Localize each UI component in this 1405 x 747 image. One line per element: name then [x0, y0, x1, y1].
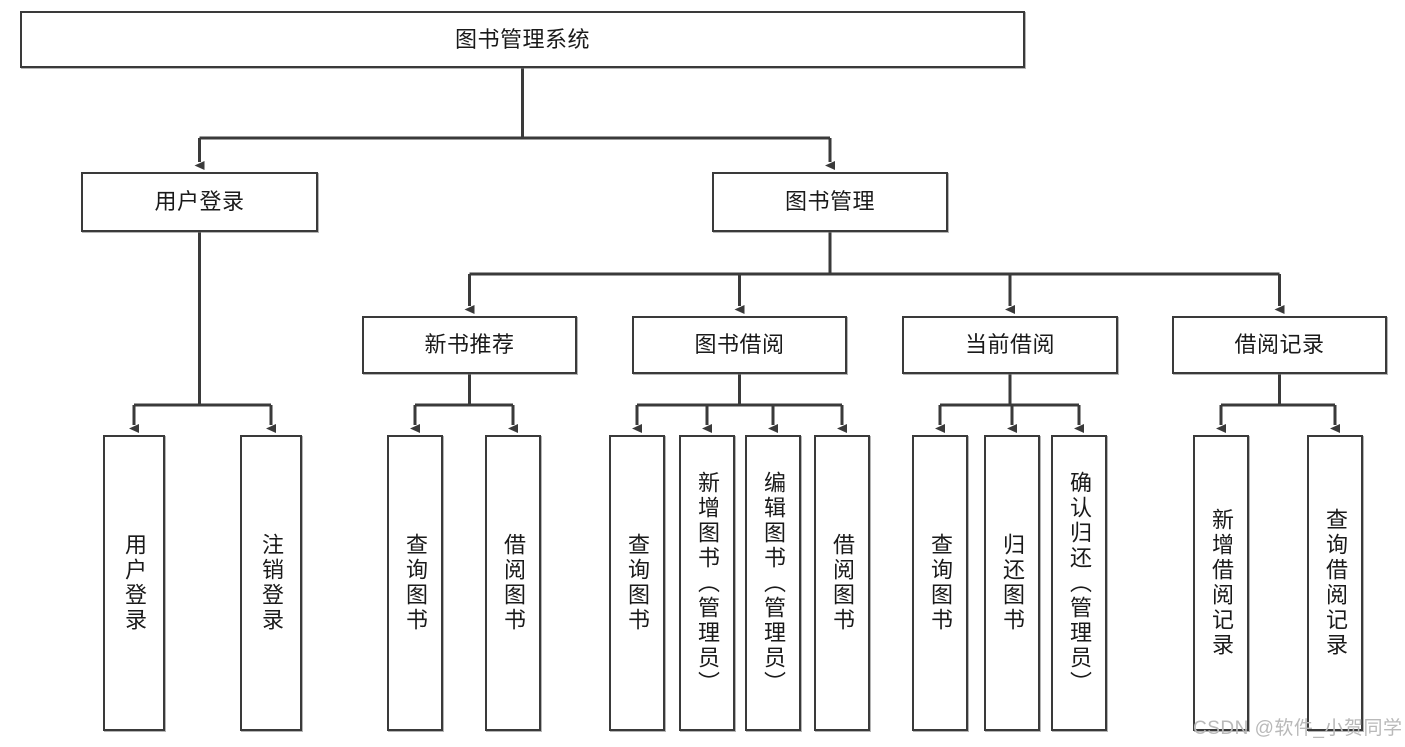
leaf-node-label: 查询借阅记录 [1323, 508, 1348, 658]
leaf-node-label: 查询图书 [928, 533, 953, 633]
leaf-node-box[interactable]: 注销登录 [240, 435, 302, 731]
watermark-text: CSDN @软件_小贺同学 [1193, 718, 1403, 739]
leaf-node-label: 查询图书 [625, 533, 650, 633]
level2-node-box[interactable]: 图书管理 [712, 172, 948, 232]
level3-node-label: 借阅记录 [1234, 332, 1325, 358]
leaf-node-box[interactable]: 归还图书 [984, 435, 1040, 731]
leaf-node-box[interactable]: 查询借阅记录 [1307, 435, 1363, 731]
leaf-node-label: 确认归还（管理员） [1067, 470, 1092, 696]
leaf-node-label: 用户登录 [122, 533, 147, 633]
level3-node-box[interactable]: 图书借阅 [632, 316, 847, 374]
leaf-node-label: 新增图书（管理员） [695, 470, 720, 696]
leaf-node-label: 查询图书 [403, 533, 428, 633]
leaf-node-label: 借阅图书 [830, 533, 855, 633]
leaf-node-label: 新增借阅记录 [1209, 508, 1234, 658]
leaf-node-label: 注销登录 [259, 533, 284, 633]
level3-node-box[interactable]: 当前借阅 [902, 316, 1118, 374]
leaf-node-label: 借阅图书 [501, 533, 526, 633]
leaf-node-label: 归还图书 [1000, 533, 1025, 633]
leaf-node-box[interactable]: 查询图书 [387, 435, 443, 731]
leaf-node-box[interactable]: 新增借阅记录 [1193, 435, 1249, 731]
root-node-box[interactable]: 图书管理系统 [20, 11, 1025, 68]
level2-node-label: 用户登录 [154, 189, 245, 215]
connector-group [129, 68, 1340, 433]
leaf-node-box[interactable]: 用户登录 [103, 435, 165, 731]
leaf-node-box[interactable]: 借阅图书 [485, 435, 541, 731]
root-node-label: 图书管理系统 [454, 26, 590, 52]
leaf-node-box[interactable]: 确认归还（管理员） [1051, 435, 1107, 731]
leaf-node-box[interactable]: 查询图书 [912, 435, 968, 731]
level3-node-box[interactable]: 借阅记录 [1172, 316, 1387, 374]
leaf-node-box[interactable]: 借阅图书 [814, 435, 870, 731]
level2-node-label: 图书管理 [784, 189, 875, 215]
level3-node-label: 当前借阅 [964, 332, 1055, 358]
leaf-node-label: 编辑图书（管理员） [761, 470, 786, 696]
level3-node-box[interactable]: 新书推荐 [362, 316, 577, 374]
leaf-node-box[interactable]: 查询图书 [609, 435, 665, 731]
leaf-node-box[interactable]: 编辑图书（管理员） [745, 435, 801, 731]
level2-node-box[interactable]: 用户登录 [81, 172, 318, 232]
level3-node-label: 新书推荐 [424, 332, 515, 358]
level3-node-label: 图书借阅 [694, 332, 785, 358]
leaf-node-box[interactable]: 新增图书（管理员） [679, 435, 735, 731]
